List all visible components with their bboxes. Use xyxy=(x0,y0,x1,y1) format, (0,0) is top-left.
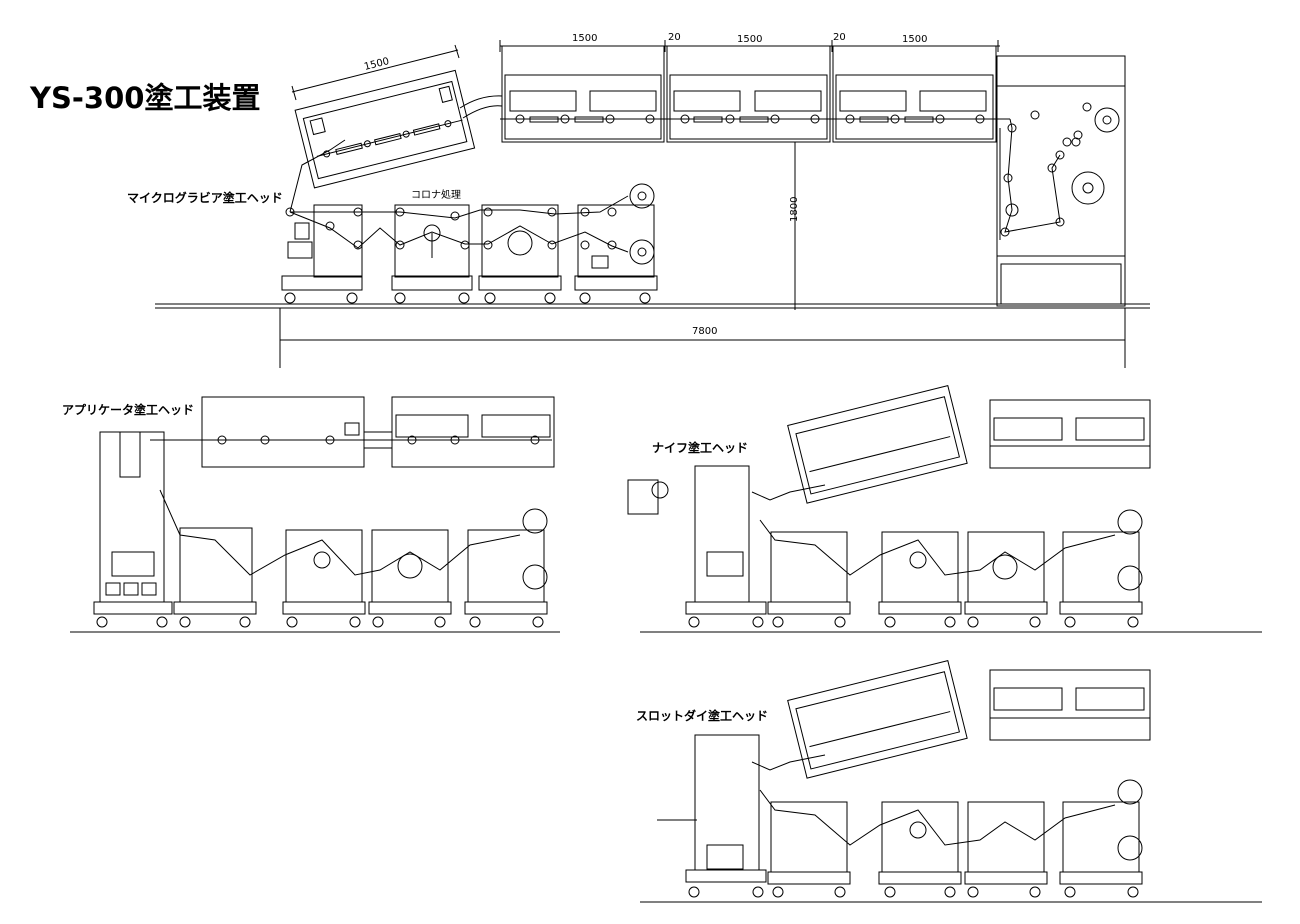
label-corona-treatment: コロナ処理 xyxy=(411,188,461,201)
microgravure-module xyxy=(282,205,362,303)
slotdie-assembly xyxy=(640,661,1262,902)
knife-assembly xyxy=(628,386,1262,632)
tilted-oven xyxy=(295,70,474,188)
top-assembly: 1800 xyxy=(155,40,1150,368)
dimension-gap-1: 20 xyxy=(668,32,681,43)
oven-row xyxy=(500,46,1010,142)
dimension-oven-3: 1500 xyxy=(902,34,927,45)
label-knife-head: ナイフ塗工ヘッド xyxy=(652,440,748,455)
label-microgravure-head: マイクログラビア塗工ヘッド xyxy=(127,190,283,205)
drum-module xyxy=(479,205,561,303)
label-applicator-head: アプリケータ塗工ヘッド xyxy=(62,402,194,417)
dimension-height: 1800 xyxy=(789,197,800,222)
dimension-gap-2: 20 xyxy=(833,32,846,43)
page-title: YS-300塗工装置 xyxy=(29,81,260,115)
dimension-oven-1: 1500 xyxy=(572,33,597,44)
corona-module xyxy=(392,205,472,303)
dimension-total-length: 7800 xyxy=(692,326,717,337)
winder-tower xyxy=(997,56,1125,306)
applicator-assembly xyxy=(70,397,560,632)
unwinder-module xyxy=(575,184,657,303)
dimension-oven-2: 1500 xyxy=(737,34,762,45)
label-slotdie-head: スロットダイ塗工ヘッド xyxy=(636,708,768,723)
